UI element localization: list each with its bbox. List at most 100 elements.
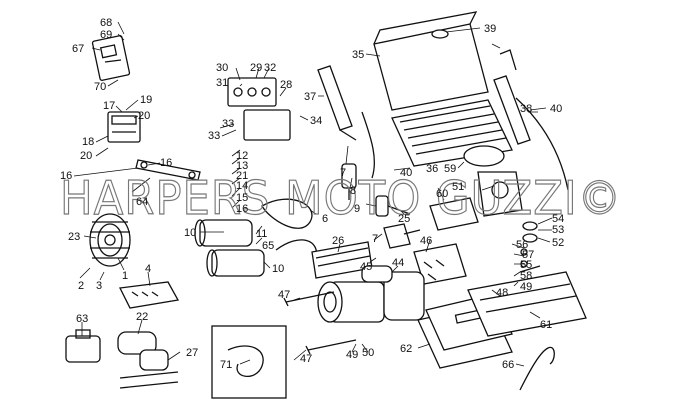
callout-label: 57 [522,249,534,261]
fuse-box-29 [227,77,291,141]
callout-label: 32 [264,62,276,74]
callout-label: 68 [100,17,112,29]
callout-label: 27 [186,347,198,359]
callout-label: 20 [80,150,92,162]
callout-label: 30 [216,62,228,74]
callout-label: 44 [392,257,404,269]
connector-45 [383,223,421,249]
callout-label: 3 [96,280,102,292]
ignition-coils-10 [194,219,265,277]
sensor-7-8-9 [341,163,411,217]
callout-label: 71 [220,359,232,371]
callout-label: 8 [350,185,356,197]
callout-label: 46 [420,235,432,247]
callout-label: 64 [136,196,148,208]
cable-detail-71-box [211,325,287,399]
callout-label: 67 [72,43,84,55]
callout-label: 23 [68,231,80,243]
callout-leaders [73,21,553,367]
callout-label: 10 [272,263,284,275]
watermark-text: HARPERS MOTO GUZZI© [60,171,622,225]
callout-label: 58 [520,270,532,282]
tool-roll-61 [467,271,587,337]
bolts-47 [283,291,357,355]
callout-label: 38 [520,103,532,115]
callout-label: 16 [236,203,248,215]
hardware-bag-4 [119,281,180,309]
callout-label: 33 [222,118,234,130]
callout-label: 60 [436,188,448,200]
callout-label: 47 [300,353,312,365]
callout-label: 15 [236,192,248,204]
callout-label: 31 [216,77,228,89]
callout-label: 22 [136,311,148,323]
callout-label: 7 [372,233,378,245]
callout-label: 16 [160,157,172,169]
strap-37 [317,65,357,141]
callout-label: 39 [484,23,496,35]
callout-label: 17 [103,100,115,112]
callout-label: 61 [540,319,552,331]
callout-labels: 68 69 67 70 19 17 20 18 20 16 16 64 23 1… [60,17,564,371]
callout-label: 26 [332,235,344,247]
callout-label: 36 [426,163,438,175]
callout-label: 65 [262,240,274,252]
callout-label: 63 [76,313,88,325]
callout-label: 11 [256,228,267,240]
starter-motor-44 [317,265,425,323]
callout-label: 56 [516,239,528,251]
callout-label: 9 [354,203,360,215]
callout-label: 4 [145,263,151,275]
callout-label: 33 [208,130,220,142]
hardware-bag-60 [429,197,479,231]
callout-label: 62 [400,343,412,355]
callout-label: 66 [502,359,514,371]
terminals-52-58 [519,221,541,273]
callout-label: 50 [362,347,374,359]
callout-label: 20 [138,110,150,122]
callout-label: 21 [236,170,248,182]
callout-label: 49 [346,349,358,361]
callout-label: 10 [184,227,196,239]
callout-label: 69 [100,29,112,41]
strap-38 [493,49,531,145]
wiring-loom-26 [311,241,373,279]
battery-35 [373,11,489,111]
callout-label: 52 [552,237,564,249]
callout-label: 48 [496,287,508,299]
callout-label: 29 [250,62,262,74]
cable-66 [519,346,555,391]
callout-label: 7 [340,167,346,179]
callout-label: 59 [444,163,456,175]
switch-assembly-22 [117,331,179,389]
alternator-23 [89,213,131,267]
callout-label: 35 [352,49,364,61]
callout-label: 47 [278,289,290,301]
callout-label: 25 [398,213,410,225]
callout-label: 51 [452,181,464,193]
callout-label: 45 [360,261,372,273]
callout-label: 40 [550,103,562,115]
rectifier-17 [107,111,141,143]
bracket-64 [135,159,201,181]
callout-label: 54 [552,213,564,225]
callout-label: 2 [78,280,84,292]
callout-label: 40 [400,167,412,179]
callout-label: 13 [236,160,248,172]
callout-label: 18 [82,136,94,148]
callout-label: 55 [520,259,532,271]
callout-label: 70 [94,81,106,93]
ignition-switch-51 [463,145,523,217]
cable-40 [361,97,569,191]
callout-label: 14 [236,180,248,192]
callout-label: 49 [520,281,532,293]
callout-label: 34 [310,115,322,127]
callout-label: 6 [322,213,328,225]
callout-label: 12 [236,150,248,162]
callout-label: 19 [140,94,152,106]
callout-label: 37 [304,91,316,103]
voltage-regulator-67 [91,35,131,81]
callout-label: 28 [280,79,292,91]
starter-relay-63 [65,329,101,363]
